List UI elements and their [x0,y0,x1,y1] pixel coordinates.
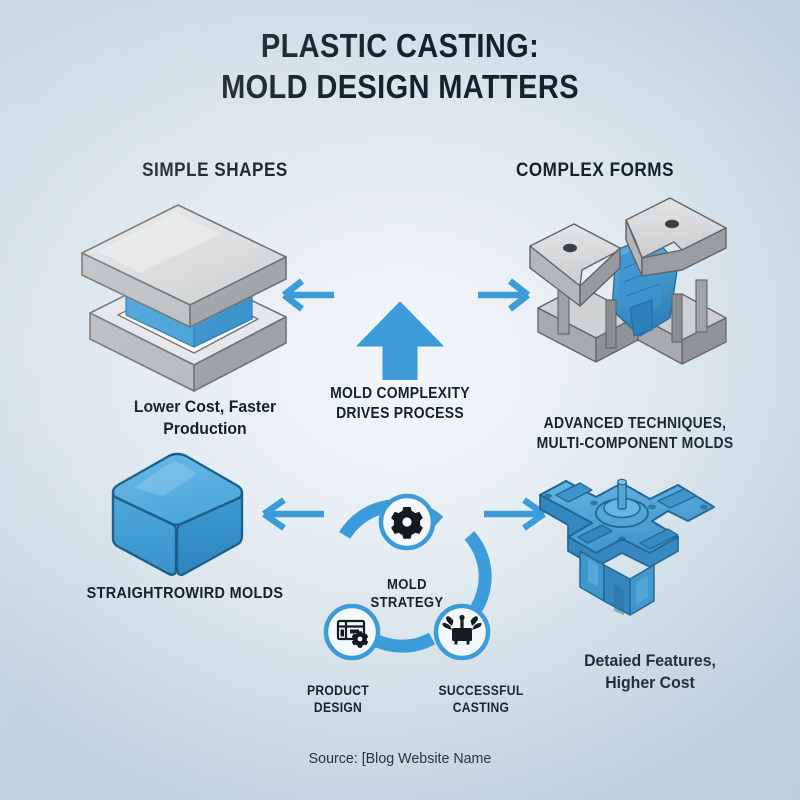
page-title: PLASTIC CASTING: MOLD DESIGN MATTERS [48,26,752,108]
caption-lower-cost: Lower Cost, Faster Production [56,396,354,440]
caption-advanced-techniques: ADVANCED TECHNIQUES, MULTI-COMPONENT MOL… [487,414,784,454]
title-line-2: MOLD DESIGN MATTERS [221,67,579,105]
caption-line-2: Production [163,419,247,439]
caption-detailed-features: Detaied Features, Higher Cost [511,650,790,694]
arrow-left-thin-icon [272,278,338,312]
node-label-line-2: CASTING [452,699,510,715]
arrow-left-thin-lower-icon [252,496,328,532]
title-line-1: PLASTIC CASTING: [260,27,540,64]
node-label-line-1: PRODUCT [307,683,369,698]
caption-line-2: Higher Cost [605,673,695,693]
node-label-line-1: SUCCESSFUL [438,683,524,698]
cycle-center-line-1: MOLD [387,577,427,593]
cycle-center-line-2: STRATEGY [370,594,444,611]
blue-cube-illustration [105,448,250,583]
caption-line-1: Detaied Features, [584,651,716,670]
arrow-right-thin-icon [474,278,540,312]
cycle-center-label: MOLD STRATEGY [335,577,479,612]
complex-multi-component-mold-illustration [520,190,740,385]
caption-line-1: ADVANCED TECHNIQUES, [543,415,727,432]
caption-straightforward-molds: STRAIGHTROWIRD MOLDS [86,585,284,602]
mold-strategy-cycle-diagram [322,492,492,662]
cycle-node-successful-casting [433,603,491,661]
source-line: Source: [Blog Website Name [308,750,492,767]
arrow-up-bold-icon [355,300,445,381]
caption-line-2: DRIVES PROCESS [336,405,464,423]
complex-chassis-part-illustration [518,455,733,635]
simple-two-part-mold-illustration [70,195,310,395]
caption-mold-complexity: MOLD COMPLEXITY DRIVES PROCESS [310,384,490,424]
cycle-node-gear [378,493,436,551]
caption-line-1: MOLD COMPLEXITY [330,385,470,402]
node-label-line-2: DESIGN [313,699,363,715]
caption-line-2: MULTI-COMPONENT MOLDS [536,435,734,453]
caption-line-1: Lower Cost, Faster [133,397,277,416]
cycle-node-label-product-design: PRODUCT DESIGN [275,683,401,717]
cycle-node-label-successful-casting: SUCCESSFUL CASTING [414,683,549,717]
arrow-right-thin-lower-icon [480,496,556,532]
section-heading-simple-shapes: SIMPLE SHAPES [142,160,288,181]
cycle-node-product-design [323,603,381,661]
section-heading-complex-forms: COMPLEX FORMS [515,160,675,181]
